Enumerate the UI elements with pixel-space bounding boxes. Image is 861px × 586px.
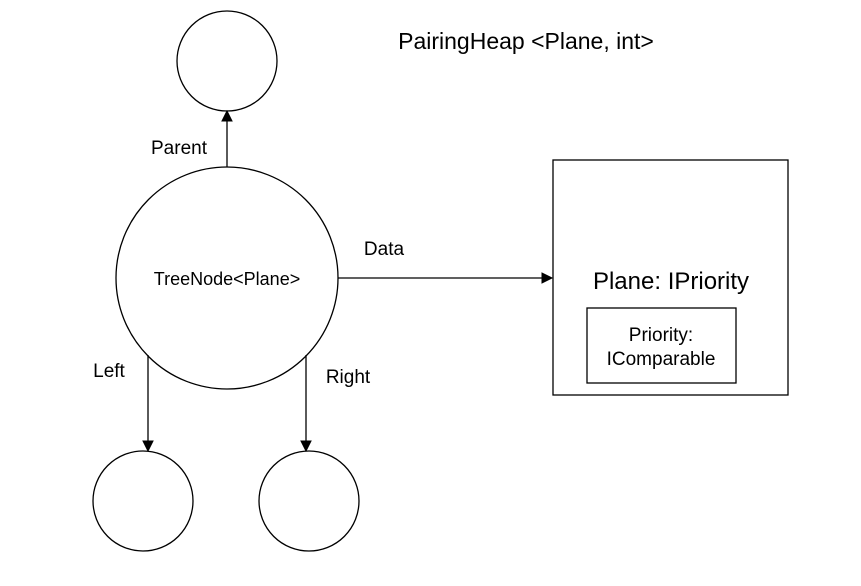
priority-box [586,307,737,384]
plane-box-title: Plane: IPriority [593,268,749,295]
data-edge-arrowhead [541,272,554,284]
priority-box-line2: IComparable [607,349,716,370]
left-child-node [92,450,194,552]
priority-box-line1: Priority: [629,325,693,346]
left-edge-label: Left [93,361,125,382]
parent-node [176,10,278,112]
data-edge-label: Data [364,239,405,260]
parent-edge-arrowhead [221,109,233,122]
diagram-title: PairingHeap <Plane, int> [398,28,654,54]
right-child-node [258,450,360,552]
right-edge-label: Right [326,367,371,388]
parent-edge-label: Parent [151,138,208,159]
left-edge-arrowhead [142,440,154,453]
tree-node-label: TreeNode<Plane> [154,269,300,289]
right-edge-arrowhead [300,440,312,453]
